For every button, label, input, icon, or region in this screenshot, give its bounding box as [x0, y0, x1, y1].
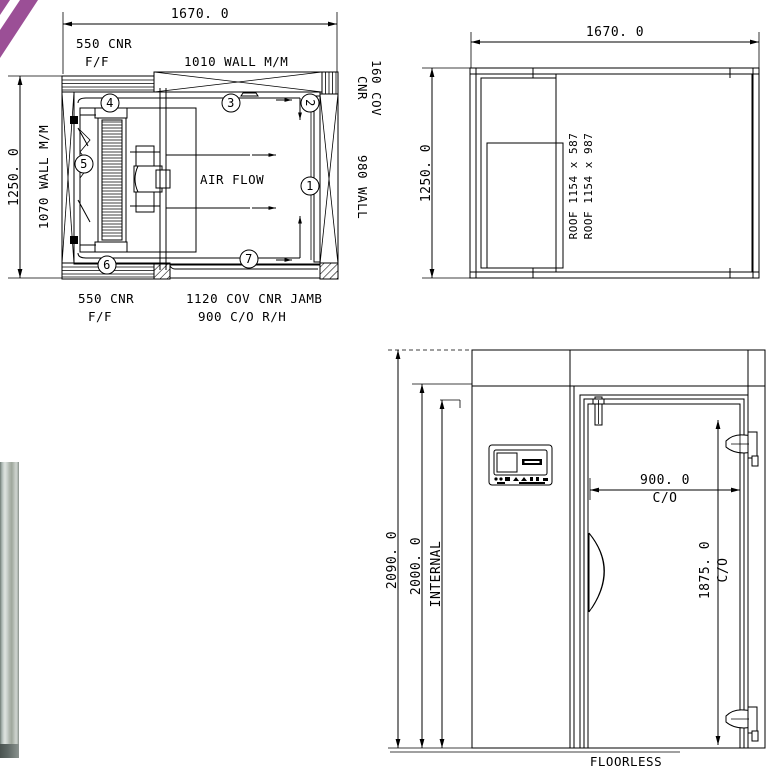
roof-depth-value: 1250. 0 [419, 144, 434, 202]
elevation-door-width-dimension: 900. 0 C/O [589, 420, 741, 506]
plan-balloon-3-label: 3 [227, 96, 235, 110]
plan-airflow-arrows [77, 97, 302, 262]
plan-label-right-cnr: CNR [355, 76, 370, 100]
plan-depth-dimension: 1250. 0 [7, 75, 62, 279]
roof-panel-small [480, 77, 557, 269]
plan-view: 1670. 0 1250. 0 550 CNR F/F 1010 WALL M/… [7, 7, 384, 324]
plan-balloon-5[interactable]: 5 [74, 154, 94, 174]
plan-label-bottom-left-1: 550 CNR [78, 291, 134, 306]
plan-balloon-6[interactable]: 6 [97, 255, 117, 275]
door-handle[interactable] [588, 532, 605, 613]
front-elevation-view: 2090. 0 2000. 0 INTERNAL [385, 349, 766, 769]
roof-inner-shell [475, 73, 754, 273]
plan-right-wall [319, 93, 339, 265]
plan-balloon-4[interactable]: 4 [100, 93, 120, 113]
plan-label-bottom-center-2: 900 C/O R/H [198, 309, 286, 324]
plan-balloon-4-label: 4 [106, 96, 114, 110]
door-hinge-top [725, 431, 759, 467]
elevation-cabinet-body [471, 349, 766, 749]
plan-airflow-label: AIR FLOW [200, 172, 264, 187]
door-closer [592, 396, 605, 426]
plan-label-bottom-left-2: F/F [88, 309, 112, 324]
plan-label-right-wall: 980 WALL [355, 155, 370, 219]
door-hinge-bottom [725, 706, 759, 742]
plan-balloon-1[interactable]: 1 [300, 176, 320, 196]
plan-top-wall-panel [153, 71, 323, 93]
elevation-floor-note: FLOORLESS [590, 754, 662, 769]
elevation-internal-height-value: 2000. 0 [409, 537, 424, 595]
elevation-door-height-value: 1875. 0 [698, 541, 713, 599]
plan-balloon-5-label: 5 [80, 157, 88, 171]
plan-balloon-6-label: 6 [103, 258, 111, 272]
elevation-internal-label: INTERNAL [429, 541, 444, 608]
elevation-overall-height-value: 2090. 0 [385, 531, 400, 589]
plan-balloon-2-label: 2 [303, 99, 317, 107]
plan-label-left-inner: 1070 WALL M/M [36, 125, 51, 229]
roof-depth-dimension: 1250. 0 [419, 67, 470, 279]
roof-inset-detail [486, 142, 564, 269]
roof-panel-small-label: ROOF 1154 x 587 [567, 133, 580, 240]
elevation-door-width-note: C/O [653, 491, 678, 506]
plan-fan-assembly [130, 145, 171, 213]
plan-depth-value: 1250. 0 [7, 148, 22, 206]
elevation-door-height-dimension: 1875. 0 C/O [698, 420, 731, 745]
plan-label-top-center: 1010 WALL M/M [184, 54, 288, 69]
roof-plan-view: 1670. 0 1250. 0 [419, 25, 760, 279]
plan-label-top-left-2: F/F [85, 54, 109, 69]
plan-balloon-2[interactable]: 2 [300, 93, 320, 113]
plan-coil-fins [102, 121, 122, 237]
plan-door-jamb-right [319, 262, 339, 280]
plan-evaporator-unit [70, 107, 197, 253]
plan-top-left-corner-panel [61, 75, 155, 93]
elevation-internal-dimension: INTERNAL [429, 399, 461, 748]
roof-panel-large-label: ROOF 1154 x 987 [582, 133, 595, 240]
elevation-internal-height-dimension: 2000. 0 [409, 383, 472, 748]
elevation-door-width-value: 900. 0 [640, 473, 690, 488]
plan-top-detail-tab [240, 92, 259, 97]
plan-width-value: 1670. 0 [171, 7, 229, 22]
plan-label-right-cov: 160 COV [369, 60, 384, 116]
plan-balloon-3[interactable]: 3 [221, 93, 241, 113]
aluminium-profile-photo [0, 462, 19, 758]
plan-label-top-left-1: 550 CNR [76, 36, 132, 51]
plan-door-jamb-left [153, 262, 171, 280]
elevation-door-height-note: C/O [716, 558, 731, 583]
plan-balloon-7[interactable]: 7 [239, 249, 259, 269]
roof-outer-shell [469, 67, 760, 279]
roof-width-dimension: 1670. 0 [470, 25, 760, 68]
plan-balloon-7-label: 7 [245, 252, 253, 266]
roof-width-value: 1670. 0 [586, 25, 644, 40]
plan-balloon-1-label: 1 [306, 179, 314, 193]
elevation-overall-height-dimension: 2090. 0 [385, 349, 472, 749]
roof-panel-large [555, 73, 753, 273]
plan-top-right-corner-block [321, 71, 339, 95]
plan-label-bottom-center-1: 1120 COV CNR JAMB [186, 291, 322, 306]
control-panel[interactable] [488, 444, 553, 486]
plan-width-dimension: 1670. 0 [62, 7, 338, 74]
